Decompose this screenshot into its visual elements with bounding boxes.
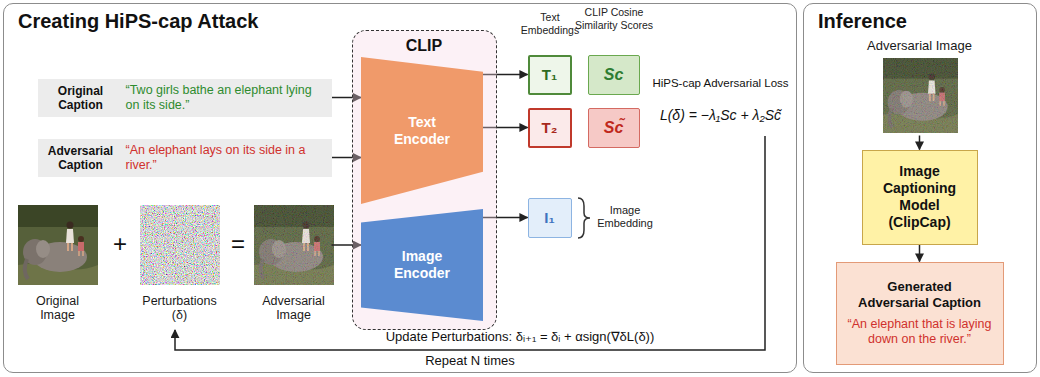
node-text: Creating HiPS-cap Attack	[18, 9, 796, 33]
clip-box: CLIP Text EncoderImage Encoder	[352, 30, 497, 330]
text-group: I₁	[544, 209, 554, 227]
node-text: Adversarial Caption	[46, 144, 116, 172]
text-group: Adversarial Image	[256, 294, 332, 322]
text-group: Creating HiPS-cap Attack	[4, 4, 796, 33]
text-group: Image Captioning Model (ClipCap)	[872, 163, 968, 231]
image-node: Original Image	[18, 203, 98, 322]
label-holder: =	[226, 230, 250, 258]
text-group: T₂	[542, 119, 558, 137]
image-node: Adversarial Image	[860, 38, 980, 136]
text-group: Perturbations (δ)	[141, 294, 219, 322]
text-group: Image Encoder	[386, 248, 458, 282]
text-group: Original Caption “Two girls bathe an elep…	[46, 83, 324, 113]
node-text: Image Captioning Model (ClipCap)	[872, 163, 968, 231]
annotation: Image Embedding	[594, 204, 656, 230]
node-text: Generated Adversarial Caption	[855, 279, 985, 311]
node-text: T₂	[542, 119, 558, 137]
perturbation-ground	[140, 205, 220, 285]
annotation: L(δ) = −λ₁Sc + λ₂Sc̃	[648, 106, 793, 124]
text-encoder: Text Encoder	[361, 57, 483, 204]
text-group: Original Image	[19, 294, 97, 322]
adversarial-noise	[254, 205, 334, 285]
label-holder: HiPS-cap Adversarial Loss	[648, 76, 793, 90]
text-group: CLIP	[353, 31, 496, 55]
original-image	[18, 205, 98, 285]
embedding-box: T₂	[528, 108, 572, 148]
curly-bracket	[578, 198, 590, 238]
score-box: Sc	[588, 55, 640, 95]
arrow-connector	[919, 136, 921, 150]
node-text: I₁	[544, 209, 554, 227]
embedding-box: I₁	[528, 198, 572, 238]
node-text: Image Encoder	[386, 248, 458, 282]
annotation: Update Perturbations: δᵢ₊₁ = δᵢ + αsign(…	[300, 329, 740, 345]
label-holder: CLIP Cosine Similarity Scores	[574, 6, 654, 31]
image-node: Adversarial Image	[256, 203, 332, 322]
annotation: HiPS-cap Adversarial Loss	[648, 76, 793, 90]
annotation: =	[226, 230, 250, 258]
trapezoid	[361, 57, 483, 204]
node-text: T₁	[542, 66, 557, 84]
text-group: T₁	[542, 66, 557, 84]
adversarial-image	[883, 58, 958, 133]
label-holder: Image Embedding	[594, 204, 656, 230]
node-text: Sc̃	[604, 119, 624, 137]
text-group: Sc̃	[604, 119, 624, 137]
model-box: Image Captioning Model (ClipCap)	[862, 150, 978, 245]
annotation: +	[108, 230, 132, 258]
inference-panel: InferenceAdversarial ImageImage Captioni…	[803, 3, 1037, 373]
text-group: Generated Adversarial Caption “An elephan…	[845, 279, 995, 347]
node-text: “Two girls bathe an elephant lying on it…	[126, 83, 324, 113]
text-group: Sc	[604, 66, 624, 84]
trapezoid	[361, 209, 483, 321]
label-holder: +	[108, 230, 132, 258]
label-holder: Update Perturbations: δᵢ₊₁ = δᵢ + αsign(…	[300, 329, 740, 345]
node-text: Inference	[818, 9, 1036, 33]
annotation: CLIP Cosine Similarity Scores	[574, 6, 654, 31]
adversarial-noise	[883, 58, 958, 133]
text-group: Adversarial Caption “An elephant lays on …	[46, 143, 324, 173]
attack-panel: Creating HiPS-cap AttackOriginal Caption…	[3, 3, 797, 373]
perturbation-noise	[140, 205, 220, 285]
score-box: Sc̃	[588, 108, 640, 148]
caption-box: Original Caption “Two girls bathe an elep…	[38, 79, 332, 117]
image-encoder: Image Encoder	[361, 209, 483, 321]
text-group: Inference	[804, 4, 1036, 33]
annotation: Repeat N times	[380, 353, 560, 369]
embedding-box: T₁	[528, 55, 572, 95]
arrow-connector	[919, 245, 921, 262]
text-group: Adversarial Image	[867, 38, 972, 54]
node-text: “An elephant lays on its side in a river…	[126, 143, 324, 173]
node-text: “An elephant that is laying down on the …	[845, 317, 995, 347]
label-holder: Repeat N times	[380, 353, 560, 369]
node-text: Original Image	[19, 294, 97, 322]
node-text: Perturbations (δ)	[141, 294, 219, 322]
label-holder: L(δ) = −λ₁Sc + λ₂Sc̃	[648, 106, 793, 124]
node-text: Adversarial Image	[867, 38, 972, 54]
node-text: Text Encoder	[386, 114, 458, 148]
caption-box: Adversarial Caption “An elephant lays on …	[38, 139, 332, 177]
node-text: CLIP	[353, 36, 496, 55]
output-box: Generated Adversarial Caption “An elephan…	[836, 262, 1004, 365]
adversarial-image	[254, 205, 334, 285]
text-group: Text Encoder	[386, 114, 458, 148]
image-node: Perturbations (δ)	[134, 203, 226, 322]
node-text: Sc	[604, 66, 624, 84]
node-text: Original Caption	[46, 84, 116, 112]
node-text: Adversarial Image	[256, 294, 332, 322]
